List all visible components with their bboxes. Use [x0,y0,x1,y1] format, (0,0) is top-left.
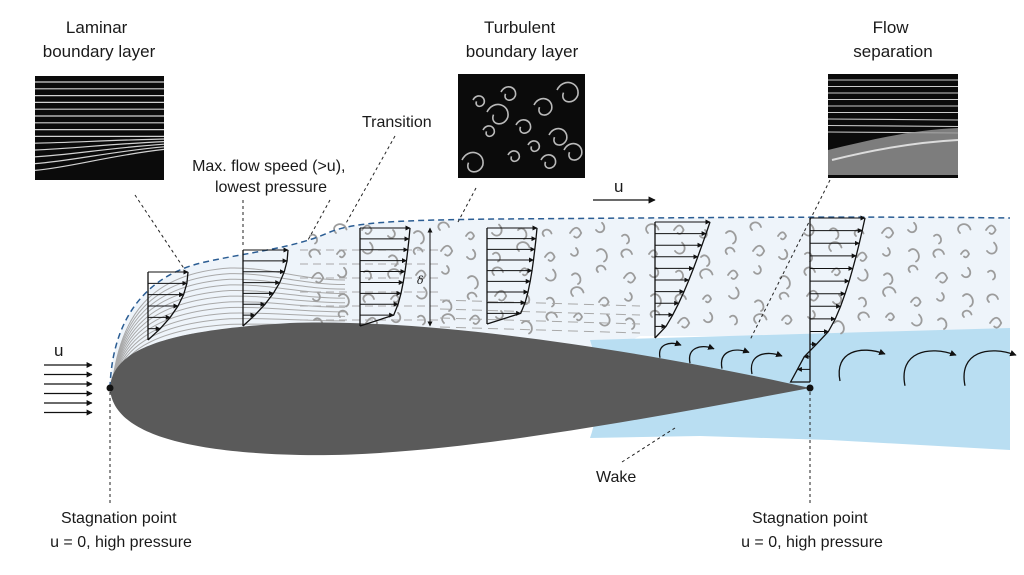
freestream-u-label: u [614,177,623,196]
transition-label: Transition [362,114,432,131]
airfoil-shape [110,322,810,456]
wake-vortices [658,340,1017,386]
rear-stagnation-label: Stagnation point u = 0, high pressure [741,510,883,551]
separation-photo [827,74,959,178]
transition-leader-line [344,135,396,226]
turbulent-leader-line [457,187,477,223]
front-stagnation-label: Stagnation point u = 0, high pressure [50,510,192,551]
incoming-flow-arrows [44,362,93,416]
streamlines [111,249,440,389]
rear-stagnation-point [806,384,814,392]
laminar-leader-line [134,194,186,271]
turbulent-photo [458,74,585,178]
laminar-title: Laminar boundary layer [43,18,156,61]
incoming-u-label: u [54,341,63,360]
wake-label: Wake [596,469,636,486]
max-flow-speed-label: Max. flow speed (>u), lowest pressure [192,158,350,196]
boundary-layer-edge [109,216,1011,389]
wake-leader-line [621,427,676,463]
turbulent-title: Turbulent boundary layer [466,18,579,61]
separation-title: Flow separation [853,18,932,61]
front-stagnation-point [106,384,114,392]
delta-label: δ [417,274,424,287]
max-speed-leader-line-2 [307,199,331,241]
velocity-profiles [147,215,866,383]
laminar-photo [34,76,165,180]
